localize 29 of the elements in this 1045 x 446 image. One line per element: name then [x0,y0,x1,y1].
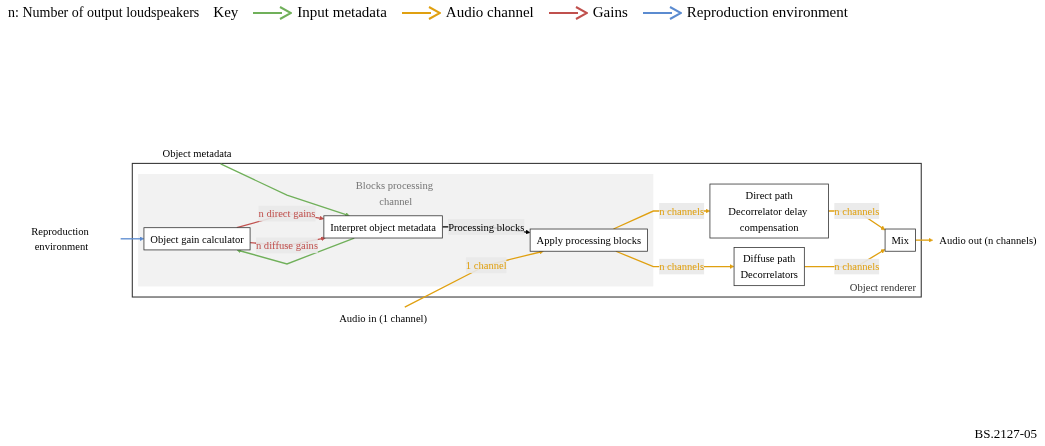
node-text: Reproduction environment [31,225,89,253]
arrow [219,163,350,217]
node-box: Diffuse path Decorrelators [733,247,805,287]
node-box: Interpret object metadata [323,215,443,239]
node-box: Mix [884,228,916,252]
node-text: Audio out (n channels) [939,234,1037,246]
legend-label: Input metadata [297,4,387,21]
node-text: Object metadata [162,146,232,159]
legend-title: Key [213,4,239,21]
edge-label: n channels [834,260,880,273]
edge-label: n diffuse gains [255,239,319,252]
edge-label: n channels [834,205,880,217]
arrow [404,250,544,308]
arrow [914,237,934,243]
legend-label: Audio channel [445,4,534,21]
legend-label: Gains [592,4,628,21]
figure-number: BS.2127-05 [974,426,1037,442]
edge-label: n channels [659,260,705,273]
edge-label: n channels [659,205,705,217]
edge-label: Processing blocks [448,221,525,233]
note-text: n: Number of output loudspeakers [8,4,200,21]
node-box: Object gain calculator [143,227,251,251]
edge-label: 1 channel [465,259,507,272]
node-box: Direct path Decorrelator delay compensation [709,183,829,239]
edge-label: n direct gains [258,207,316,220]
legend-label: Reproduction environment [686,4,848,21]
node-box: Apply processing blocks [529,228,648,252]
arrow [120,236,145,242]
node-text: Audio in (1 channel) [339,312,428,325]
